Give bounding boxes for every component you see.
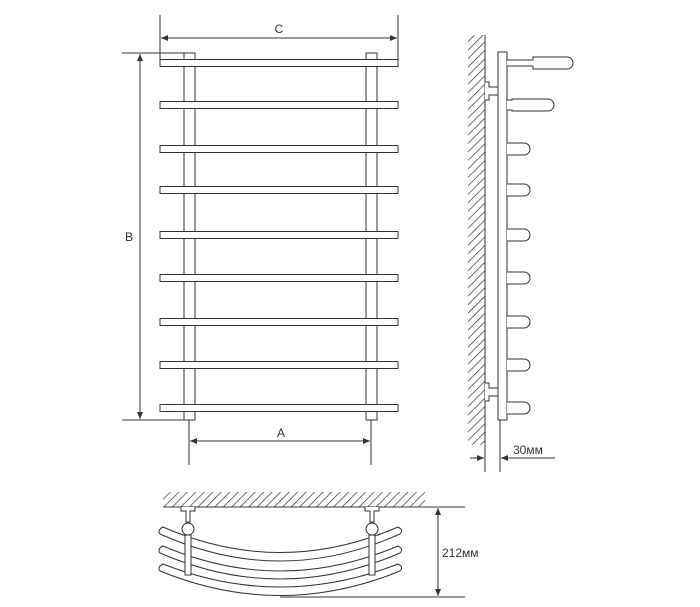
- bar-end: [507, 401, 531, 415]
- crossbar: [159, 231, 399, 239]
- bar-end: [507, 228, 531, 242]
- crossbar: [159, 101, 399, 109]
- crossbar: [159, 404, 399, 412]
- curved-bar-2: [158, 545, 403, 580]
- bar-end: [507, 56, 574, 70]
- dimension-b-label: B: [125, 230, 133, 244]
- top-bracket-left: [180, 507, 196, 576]
- dimension-212-label: 212мм: [442, 546, 479, 560]
- bar-end: [507, 98, 555, 112]
- crossbar: [159, 186, 399, 194]
- front-view: C B A: [122, 15, 399, 465]
- crossbars: [159, 59, 399, 412]
- top-view: 212мм: [158, 492, 479, 598]
- side-view: 30мм: [468, 35, 574, 472]
- bar-end: [507, 271, 531, 285]
- bar-ends: [507, 56, 574, 415]
- crossbar: [159, 274, 399, 282]
- bar-end: [507, 315, 531, 329]
- crossbar: [159, 145, 399, 153]
- crossbar: [159, 59, 399, 67]
- dimension-30-label: 30мм: [513, 443, 543, 457]
- crossbar: [159, 361, 399, 369]
- bar-end: [507, 183, 531, 197]
- bar-end: [507, 142, 531, 156]
- dimension-a-label: A: [277, 426, 285, 440]
- wall-hatch-top: [163, 492, 425, 507]
- dimension-c-label: C: [275, 22, 284, 36]
- curved-bar-3: [158, 563, 403, 596]
- wall-hatch: [468, 35, 485, 445]
- crossbar: [159, 318, 399, 326]
- top-bracket-right: [364, 507, 380, 576]
- curved-bar-1: [158, 526, 403, 562]
- bar-end: [507, 358, 531, 372]
- side-rail: [497, 51, 508, 421]
